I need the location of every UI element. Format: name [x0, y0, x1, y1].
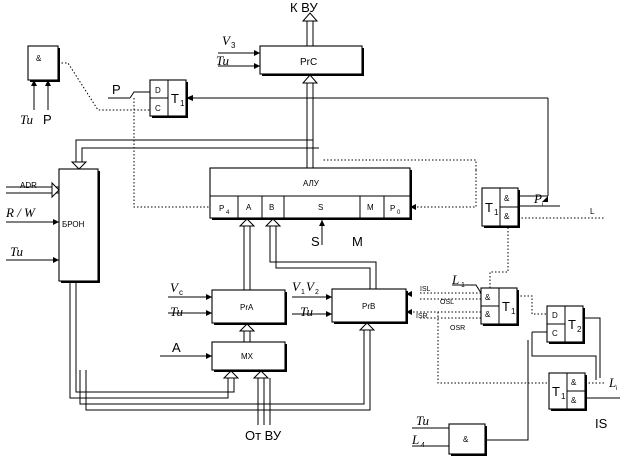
- svg-text:V: V: [170, 280, 180, 295]
- svg-text:A: A: [246, 203, 252, 212]
- flipflop-t2: D C T 2: [546, 305, 584, 343]
- svg-text:2: 2: [315, 289, 319, 296]
- svg-text:V: V: [292, 279, 302, 294]
- prc-label: PrC: [300, 57, 317, 68]
- svg-text:T: T: [552, 384, 560, 399]
- svg-text:ISL: ISL: [420, 286, 431, 293]
- svg-text:c: c: [179, 288, 183, 297]
- alu-block: АЛУ P 4 A B S M P 0: [209, 167, 411, 219]
- svg-text:Tu: Tu: [300, 304, 314, 319]
- svg-text:&: &: [504, 212, 510, 221]
- svg-text:P: P: [533, 191, 542, 206]
- svg-text:T: T: [485, 200, 493, 215]
- flipflop-t1-right: T 1 & &: [481, 187, 519, 227]
- t1-label: T: [171, 91, 179, 106]
- pra-label: PrA: [240, 303, 254, 312]
- rw-label: R / W: [5, 205, 36, 220]
- svg-text:1: 1: [461, 282, 465, 289]
- alu-label: АЛУ: [303, 179, 320, 188]
- mx-label: MX: [241, 352, 254, 361]
- svg-text:L: L: [608, 375, 616, 390]
- svg-text:1: 1: [180, 99, 185, 108]
- and-gate-bottom: &: [448, 423, 486, 455]
- svg-text:L: L: [590, 207, 595, 216]
- svg-text:P: P: [43, 112, 52, 127]
- svg-text:M: M: [352, 234, 363, 249]
- register-prb: PrB: [331, 288, 407, 323]
- ot-vu-label: От ВУ: [245, 428, 282, 443]
- svg-text:S: S: [318, 203, 323, 212]
- multiplexer-mx: MX: [211, 341, 286, 371]
- bus-k-vu: [301, 12, 319, 46]
- svg-text:Tu: Tu: [20, 112, 34, 127]
- svg-text:&: &: [485, 293, 491, 302]
- svg-text:S: S: [311, 234, 320, 249]
- svg-text:&: &: [571, 396, 577, 405]
- svg-text:B: B: [269, 203, 274, 212]
- svg-text:1: 1: [511, 307, 516, 316]
- svg-text:C: C: [552, 329, 558, 338]
- svg-text:OSL: OSL: [440, 299, 454, 306]
- svg-text:L: L: [451, 272, 459, 287]
- svg-text:i: i: [542, 202, 543, 208]
- svg-text:Tu: Tu: [170, 304, 184, 319]
- svg-text:V: V: [306, 279, 316, 294]
- flipflop-t1-lower: T 1 & &: [548, 372, 586, 410]
- bron-label: БРОН: [62, 220, 85, 229]
- svg-text:&: &: [485, 310, 491, 319]
- svg-text:M: M: [367, 203, 374, 212]
- svg-text:T: T: [568, 317, 576, 332]
- svg-text:4: 4: [226, 210, 230, 216]
- svg-text:P: P: [390, 204, 395, 213]
- svg-text:V: V: [222, 33, 232, 48]
- svg-text:0: 0: [397, 210, 401, 216]
- flipflop-t1-middle: & & T 1: [480, 287, 518, 325]
- register-prc: PrC: [259, 45, 363, 75]
- svg-text:4: 4: [421, 442, 425, 449]
- svg-text:D: D: [552, 311, 558, 320]
- svg-text:T: T: [502, 299, 510, 314]
- and-gate-top-left: &: [27, 45, 59, 81]
- svg-text:1: 1: [494, 208, 499, 217]
- prb-label: PrB: [362, 302, 375, 311]
- svg-text:1: 1: [561, 392, 566, 401]
- svg-text:Tu: Tu: [10, 244, 24, 259]
- svg-text:&: &: [571, 378, 577, 387]
- svg-text:Tu: Tu: [216, 53, 230, 68]
- k-vu-label: К ВУ: [290, 0, 318, 15]
- svg-text:3: 3: [231, 41, 236, 50]
- flipflop-t1-top: D C T 1: [149, 79, 187, 117]
- c-input-label: C: [155, 104, 161, 113]
- svg-text:2: 2: [577, 325, 582, 334]
- svg-text:P: P: [219, 204, 224, 213]
- svg-text:OSR: OSR: [450, 325, 465, 332]
- svg-text:P: P: [112, 82, 121, 97]
- is-label: IS: [595, 416, 608, 431]
- svg-text:1: 1: [301, 289, 305, 296]
- d-input-label: D: [155, 86, 161, 95]
- register-pra: PrA: [211, 289, 286, 324]
- svg-text:A: A: [172, 340, 181, 355]
- svg-text:i: i: [616, 386, 617, 392]
- svg-text:ISR: ISR: [416, 313, 428, 320]
- svg-text:Tu: Tu: [416, 413, 430, 428]
- adr-label: ADR: [20, 181, 37, 190]
- and-label: &: [36, 54, 42, 63]
- svg-text:&: &: [504, 194, 510, 203]
- svg-text:L: L: [411, 432, 419, 447]
- svg-text:&: &: [463, 435, 469, 444]
- bron-block: БРОН: [58, 168, 99, 282]
